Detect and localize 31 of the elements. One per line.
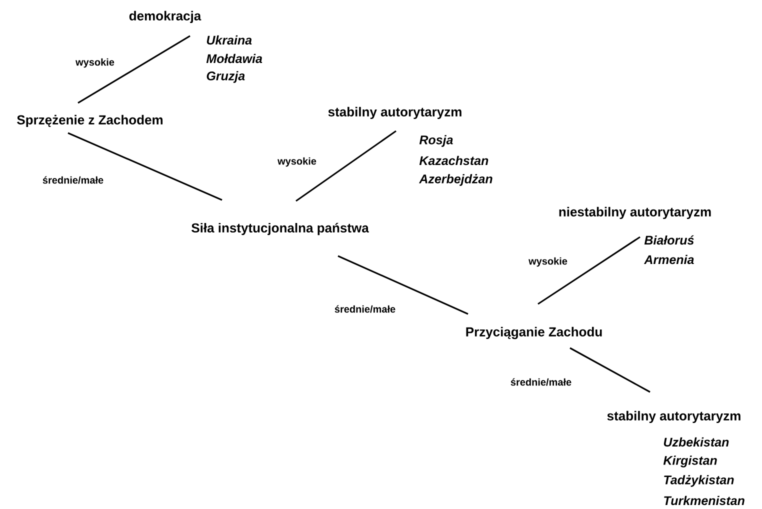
- node-label: Siła instytucjonalna państwa: [192, 222, 369, 236]
- node-label: Przyciąganie Zachodu: [466, 326, 602, 340]
- country-name: Armenia: [644, 254, 694, 264]
- country-name: Tadżykistan: [664, 475, 734, 487]
- connector-line: [78, 35, 190, 104]
- node-label: stabilny autorytaryzm: [607, 410, 740, 424]
- country-name: Rosja: [419, 135, 453, 147]
- country-name: Uzbekistan: [664, 437, 729, 447]
- node-label: demokracja: [129, 10, 202, 24]
- node-label: Sprzężenie z Zachodem: [17, 114, 163, 128]
- connector-line: [538, 236, 640, 305]
- connector-line: [570, 347, 650, 393]
- country-name: Mołdawia: [206, 54, 262, 64]
- country-name: Azerbejdżan: [418, 174, 492, 186]
- connector-line: [68, 132, 222, 201]
- node-label: niestabilny autorytaryzm: [559, 206, 711, 220]
- country-name: Kazachstan: [419, 156, 488, 166]
- node-label: stabilny autorytaryzm: [328, 106, 462, 120]
- edge-label: wysokie: [74, 57, 116, 69]
- edge-label: średnie/małe: [41, 175, 105, 185]
- edge-label: średnie/małe: [333, 304, 397, 314]
- country-name: Ukraina: [206, 35, 252, 45]
- edge-label: średnie/małe: [509, 377, 573, 387]
- connector-line: [338, 255, 468, 315]
- country-name: Turkmenistan: [664, 496, 744, 506]
- edge-label: wysokie: [528, 256, 568, 268]
- country-name: Białoruś: [644, 235, 694, 245]
- country-name: Gruzja: [206, 71, 245, 83]
- edge-label: wysokie: [276, 156, 318, 168]
- connector-line: [296, 130, 396, 202]
- country-name: Kirgistan: [663, 456, 717, 468]
